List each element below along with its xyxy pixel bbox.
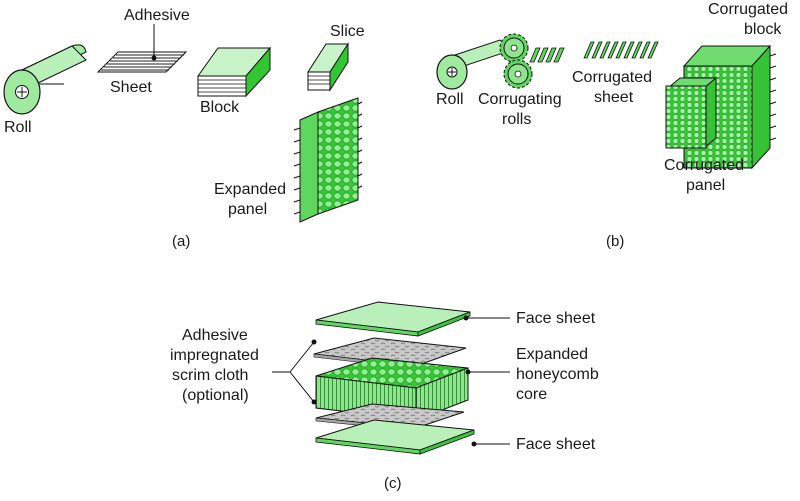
expanded-panel-illustration bbox=[293, 97, 363, 223]
panel-a: Roll Adhesive Sheet Block bbox=[3, 7, 365, 250]
bottom-face-sheet bbox=[315, 419, 475, 455]
corrugated-block-label-line2: block bbox=[744, 21, 782, 38]
panel-b: Roll Corrugating rolls Corrugated sheet … bbox=[436, 1, 788, 250]
corrugated-sheet-illustration bbox=[583, 41, 659, 59]
panel-c-leaders bbox=[272, 315, 510, 447]
face-sheet-top-label: Face sheet bbox=[516, 310, 596, 327]
corrugated-block-label-line1: Corrugated bbox=[708, 1, 788, 18]
block-label: Block bbox=[200, 99, 240, 116]
top-face-sheet bbox=[315, 301, 471, 337]
corrugated-sheet-label-line1: Corrugated bbox=[572, 69, 652, 86]
core-label-line3: core bbox=[516, 386, 547, 403]
adhesive-scrim-label-line3: scrim cloth bbox=[172, 367, 248, 384]
corrugating-rolls-illustration bbox=[499, 33, 565, 89]
adhesive-scrim-label-line2: impregnated bbox=[170, 347, 259, 364]
caption-a: (a) bbox=[172, 233, 190, 250]
corrugated-panel-illustration bbox=[665, 76, 718, 150]
adhesive-dot bbox=[151, 55, 157, 61]
slice-label: Slice bbox=[330, 23, 365, 40]
expanded-panel-label-line2: panel bbox=[228, 201, 267, 218]
core-label-line2: honeycomb bbox=[516, 366, 599, 383]
sheet-label: Sheet bbox=[110, 79, 152, 96]
adhesive-scrim-label-line4: (optional) bbox=[182, 387, 249, 404]
sheet-illustration bbox=[96, 51, 188, 73]
corrugated-panel-label-line1: Corrugated bbox=[664, 157, 744, 174]
caption-b: (b) bbox=[606, 233, 624, 250]
roll-a-label: Roll bbox=[4, 119, 32, 136]
corrugated-panel-label-line2: panel bbox=[686, 177, 725, 194]
roll-a-illustration bbox=[3, 44, 87, 115]
caption-c: (c) bbox=[384, 475, 402, 492]
block-illustration bbox=[197, 46, 272, 98]
adhesive-scrim-label-line1: Adhesive bbox=[182, 327, 248, 344]
expanded-panel-label-line1: Expanded bbox=[214, 181, 286, 198]
corrugating-rolls-label-line1: Corrugating bbox=[478, 91, 562, 108]
core-label-line1: Expanded bbox=[516, 346, 588, 363]
panel-c: Face sheet Expanded honeycomb core Face … bbox=[170, 301, 599, 492]
face-sheet-bottom-label: Face sheet bbox=[516, 436, 596, 453]
roll-b-illustration bbox=[436, 39, 514, 90]
roll-b-label: Roll bbox=[436, 91, 464, 108]
corrugated-sheet-label-line2: sheet bbox=[594, 89, 634, 106]
slice-illustration bbox=[307, 42, 349, 92]
adhesive-label: Adhesive bbox=[124, 7, 190, 24]
corrugating-rolls-label-line2: rolls bbox=[502, 111, 531, 128]
